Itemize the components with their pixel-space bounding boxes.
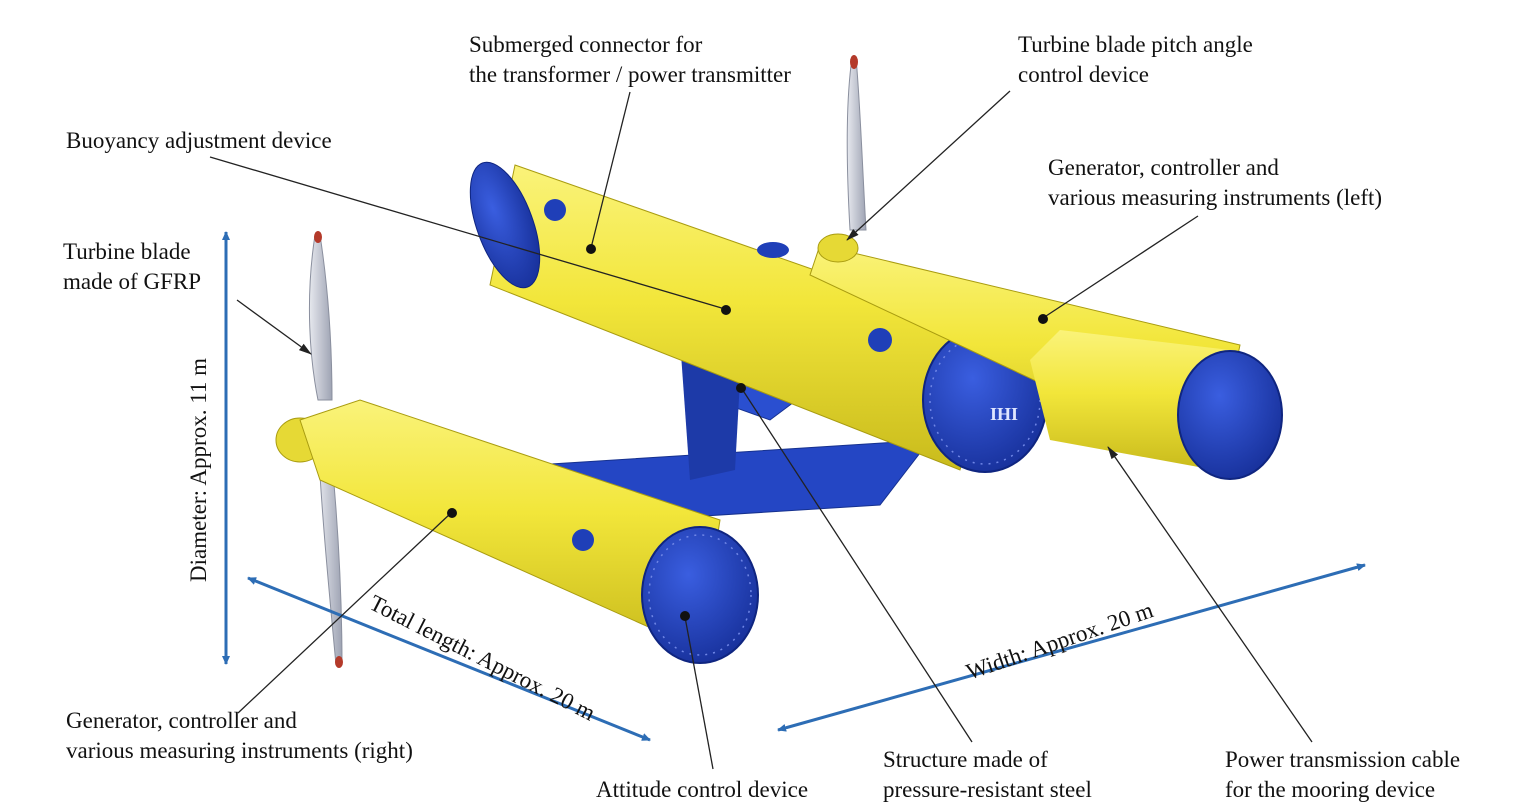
label-submerged-connector: Submerged connector for the transformer …: [469, 32, 791, 87]
leader-pitch-control: [846, 90, 1011, 241]
leader-turbine-blade: [236, 299, 312, 355]
leader-buoyancy: [209, 156, 726, 310]
leader-generator-right: [237, 512, 452, 714]
label-attitude: Attitude control device: [596, 777, 809, 802]
leader-generator-left: [1042, 215, 1199, 319]
dimension-arrows: [222, 231, 1366, 742]
ihi-logo: IHI: [990, 404, 1018, 424]
leader-attitude: [684, 616, 714, 770]
label-generator-right: Generator, controller and various measur…: [66, 708, 413, 763]
leader-lines: [209, 90, 1313, 770]
dimension-diameter: Diameter: Approx. 11 m: [186, 358, 211, 582]
rear-turbine-blade: [846, 55, 867, 231]
label-turbine-blade: Turbine blade made of GFRP: [63, 239, 201, 294]
label-power-cable: Power transmission cable for the mooring…: [1225, 747, 1461, 802]
label-buoyancy: Buoyancy adjustment device: [66, 128, 332, 153]
label-structure: Structure made of pressure-resistant ste…: [883, 747, 1092, 802]
leader-submerged-connector: [590, 91, 631, 249]
length-arrow: [247, 576, 651, 742]
width-arrow: [777, 563, 1366, 732]
leader-power-cable: [1107, 446, 1313, 743]
label-generator-left: Generator, controller and various measur…: [1048, 155, 1383, 210]
label-pitch-control: Turbine blade pitch angle control device: [1018, 32, 1253, 87]
leader-structure: [741, 388, 973, 743]
right-hull: [809, 233, 1283, 480]
